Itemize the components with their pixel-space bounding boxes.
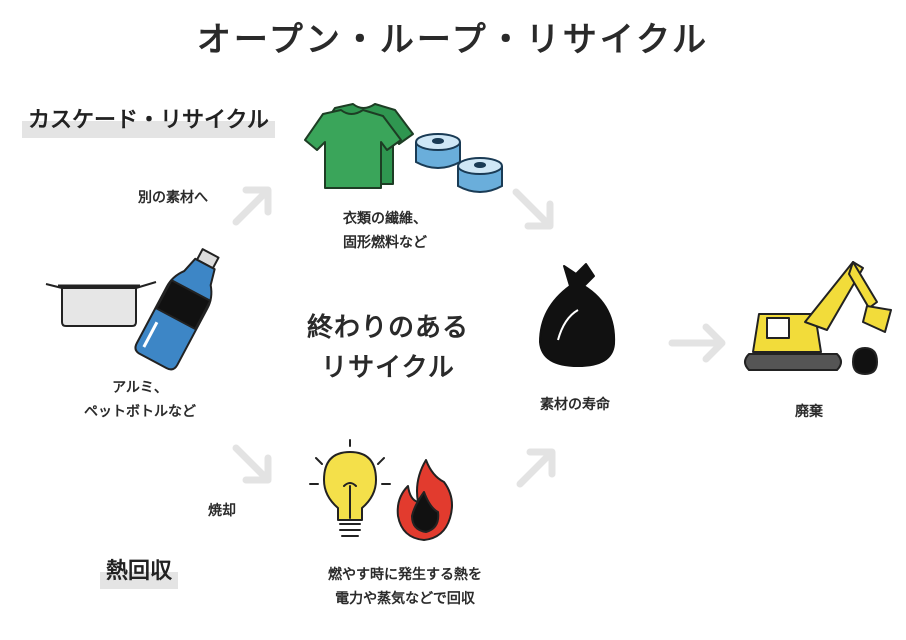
label-to-other-material: 別の素材へ <box>138 190 208 206</box>
label-fiber-fuel: 衣類の繊維、 固形燃料など <box>330 207 440 255</box>
label-fiber-fuel-line1: 衣類の繊維、 <box>343 211 427 227</box>
label-disposal: 廃棄 <box>795 404 823 420</box>
garbage-bag-icon <box>539 263 616 367</box>
arrow-icon <box>516 448 556 488</box>
pet-bottle-icon <box>134 248 220 371</box>
label-incineration: 焼却 <box>208 503 236 519</box>
label-power-line1: 燃やす時に発生する熱を <box>328 567 482 583</box>
center-caption-line1: 終わりのある <box>306 313 469 343</box>
arrow-icon <box>232 444 272 484</box>
arrow-icon <box>512 188 554 230</box>
center-caption: 終わりのある リサイクル <box>288 308 488 388</box>
label-power-recovery: 燃やす時に発生する熱を 電力や蒸気などで回収 <box>290 563 520 611</box>
excavator-icon <box>744 261 892 375</box>
tshirt-icon <box>304 103 414 189</box>
cascade-recycle-heading: カスケード・リサイクル <box>22 100 275 138</box>
label-material-life: 素材の寿命 <box>540 397 610 413</box>
arrow-icon <box>232 186 272 226</box>
label-power-line2: 電力や蒸気などで回収 <box>335 591 475 607</box>
light-bulb-icon <box>309 439 391 537</box>
arrow-icon <box>668 323 726 363</box>
label-alu-pet-line2: ペットボトルなど <box>84 404 196 420</box>
center-caption-line2: リサイクル <box>321 353 455 383</box>
fire-icon <box>396 459 453 541</box>
page-title: オープン・ループ・リサイクル <box>196 20 710 60</box>
label-fiber-fuel-line2: 固形燃料など <box>343 235 427 251</box>
pot-icon <box>45 281 157 327</box>
heat-recovery-heading: 熱回収 <box>100 551 179 589</box>
fuel-can-icon <box>415 133 503 193</box>
label-alu-pet: アルミ、 ペットボトルなど <box>60 376 220 424</box>
label-alu-pet-line1: アルミ、 <box>112 380 168 396</box>
